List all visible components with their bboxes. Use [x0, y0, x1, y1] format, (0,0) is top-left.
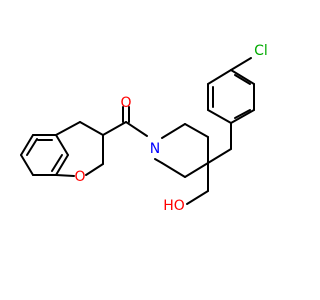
hydroxyl-label: HO — [163, 198, 185, 214]
bond — [207, 69, 232, 85]
bond — [230, 109, 255, 124]
bond — [230, 69, 255, 85]
bond — [161, 162, 186, 178]
bond — [184, 162, 209, 178]
bond — [184, 123, 209, 138]
chlorine-label: Cl — [254, 43, 268, 59]
benzene-ring — [20, 134, 69, 176]
bond — [55, 121, 81, 136]
bond — [79, 121, 104, 136]
bond — [20, 154, 34, 176]
bond — [55, 174, 75, 177]
aromatic-inner-bond — [51, 154, 63, 172]
chlorophenyl-ring — [207, 57, 255, 124]
pyran-ring — [55, 121, 104, 177]
aromatic-inner-bond — [234, 109, 251, 119]
bond — [207, 109, 232, 124]
bond — [161, 123, 186, 139]
bond — [85, 163, 104, 176]
bond — [125, 121, 148, 137]
molecule-diagram: O O N Cl HO — [20, 43, 268, 214]
piperidine-ring — [154, 123, 209, 178]
bond — [55, 134, 69, 156]
bond — [20, 134, 34, 156]
bond — [186, 190, 209, 205]
nitrogen-label: N — [150, 141, 160, 157]
bond — [102, 121, 127, 136]
benzyl-linker — [207, 122, 232, 164]
bond — [154, 158, 163, 164]
bond — [55, 154, 69, 176]
carbonyl-group — [102, 106, 148, 137]
carbonyl-oxygen-label: O — [120, 95, 131, 111]
aromatic-inner-bond — [26, 138, 38, 156]
bond — [230, 57, 252, 71]
ring-oxygen-label: O — [74, 169, 85, 185]
aromatic-inner-bond — [234, 74, 251, 85]
bond — [207, 148, 232, 164]
hydroxymethyl-group — [186, 162, 209, 205]
structure-canvas: O O N Cl HO — [20, 43, 268, 214]
